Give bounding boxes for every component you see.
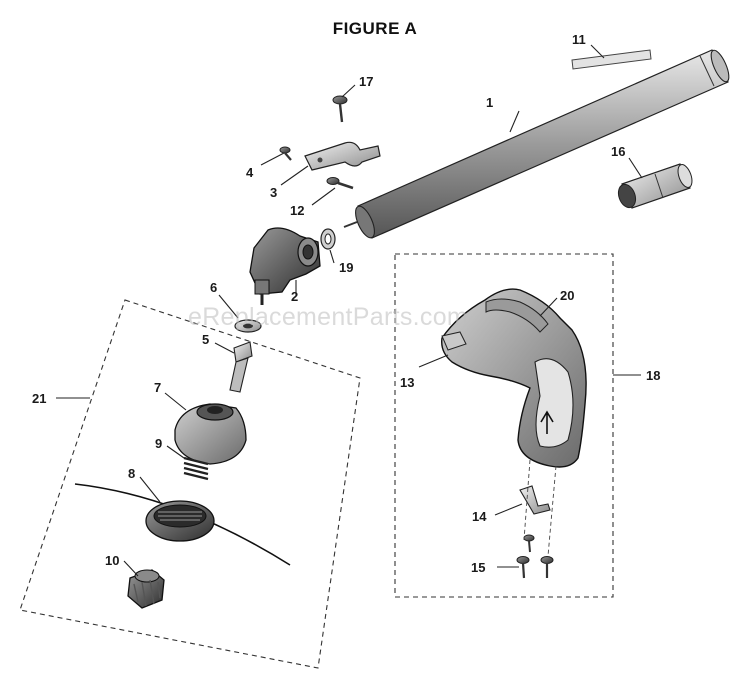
part-10-knob [127, 569, 165, 609]
callout-14: 14 [472, 509, 487, 524]
part-11-label [571, 49, 652, 70]
callout-19: 19 [339, 260, 353, 275]
alignment-lines [523, 459, 557, 557]
callout-11: 11 [572, 32, 586, 47]
leader-lines [56, 44, 643, 577]
callout-6: 6 [210, 280, 217, 295]
callout-15: 15 [471, 560, 485, 575]
assembly-box-21 [19, 299, 361, 669]
callout-4: 4 [246, 165, 254, 180]
callout-18: 18 [646, 368, 660, 383]
callout-8: 8 [128, 466, 135, 481]
callout-17: 17 [359, 74, 373, 89]
callout-20: 20 [560, 288, 574, 303]
callout-5: 5 [202, 332, 209, 347]
part-7-housing [174, 403, 247, 465]
callout-16: 16 [611, 144, 625, 159]
figure-title: FIGURE A [332, 19, 418, 38]
callout-2: 2 [291, 289, 298, 304]
callout-7: 7 [154, 380, 161, 395]
part-5-bolt [229, 341, 253, 393]
callout-1: 1 [486, 95, 493, 110]
part-3-bracket [304, 141, 381, 171]
part-12-screw [326, 177, 354, 190]
part-6-washer [234, 319, 262, 333]
callout-10: 10 [105, 553, 119, 568]
part-15-screws [516, 534, 554, 579]
part-9-spring [183, 456, 209, 481]
callout-13: 13 [400, 375, 414, 390]
part-1-shaft [343, 49, 730, 239]
callout-9: 9 [155, 436, 162, 451]
part-4-screw [279, 146, 292, 161]
part-13-handle [441, 288, 587, 468]
callout-3: 3 [270, 185, 277, 200]
part-17-screw [332, 95, 348, 123]
part-19-ring [320, 228, 336, 250]
assembly-box-18 [394, 253, 614, 598]
part-2-gear-head [249, 227, 321, 305]
part-14-clip [519, 485, 551, 515]
callout-21: 21 [32, 391, 46, 406]
callout-12: 12 [290, 203, 304, 218]
part-8-spool [74, 483, 291, 566]
part-16-coupler [617, 163, 693, 209]
callout-numbers: 1 2 3 4 5 6 7 8 9 10 11 12 13 14 15 16 1… [32, 32, 660, 575]
